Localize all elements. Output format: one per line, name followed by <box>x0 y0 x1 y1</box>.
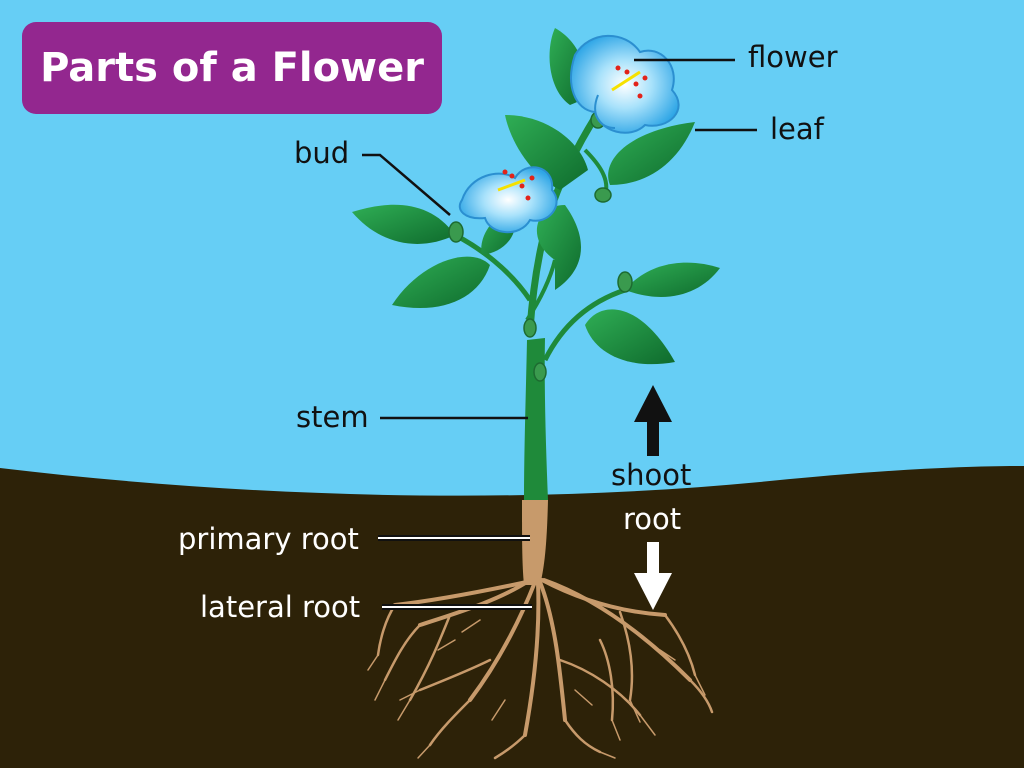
label-flower: flower <box>748 40 838 74</box>
label-lateral-root: lateral root <box>200 590 361 624</box>
buds <box>448 111 633 382</box>
page-title: Parts of a Flower <box>40 45 424 91</box>
label-bud: bud <box>294 136 350 170</box>
label-primary-root: primary root <box>178 522 359 556</box>
leader-bud <box>362 153 451 216</box>
leader-lines <box>362 58 757 610</box>
flower-lower <box>458 166 558 234</box>
label-leaf: leaf <box>770 112 824 146</box>
leaves <box>352 28 720 365</box>
title-banner: Parts of a Flower <box>22 22 442 114</box>
root-arrow-icon <box>634 542 672 610</box>
label-root: root <box>623 502 682 536</box>
label-stem: stem <box>296 400 369 434</box>
shoot-arrow-icon <box>634 385 672 456</box>
soil <box>0 466 1024 768</box>
label-shoot: shoot <box>611 458 692 492</box>
